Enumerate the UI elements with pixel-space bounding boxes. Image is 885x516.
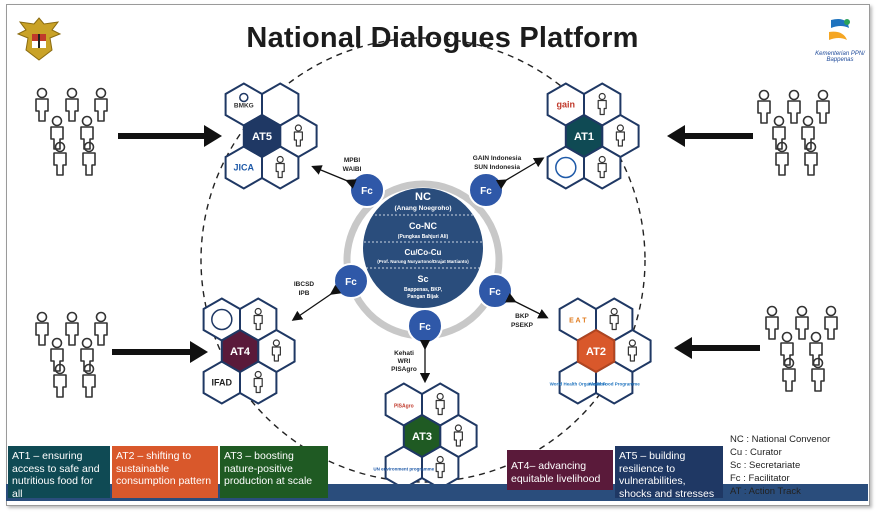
conc-label: Co-NC <box>409 221 437 231</box>
org-logo-at5-0: BMKG <box>234 103 254 110</box>
fc-node-at2: Fc <box>477 273 513 309</box>
svg-text:Fc: Fc <box>419 322 431 333</box>
org-logo-at2-0: E A T <box>569 318 587 325</box>
fc-org-waibi: WAIBI <box>343 166 362 173</box>
page-title: National Dialogues Platform <box>246 22 639 54</box>
fc-org-pisagro: PISAgro <box>391 366 417 373</box>
bappenas-mark-icon <box>829 19 850 40</box>
fc-org-sun: SUN Indonesia <box>474 164 520 171</box>
org-logo-at5-1: JICA <box>234 163 255 173</box>
hex-track-at2 <box>576 328 616 374</box>
fc-node-at5: Fc <box>349 172 385 208</box>
key-sc: Sc : Secretariate <box>730 460 801 471</box>
sc-label: Sc <box>417 274 428 284</box>
org-logo-at3-1: UN environment programme <box>373 467 434 472</box>
hex-track-at1 <box>564 113 604 159</box>
org-logo-at2-1: World Health Organization <box>550 382 607 387</box>
svg-text:Fc: Fc <box>489 287 501 298</box>
fc-org-mpbi: MPBI <box>344 157 360 164</box>
outer-dashed-ring <box>200 37 646 483</box>
sc-name-2: Pangan Bijak <box>407 294 439 300</box>
key-cu: Cu : Curator <box>730 447 782 458</box>
org-emblem-icon <box>555 156 577 179</box>
fc-node-at1: Fc <box>468 172 504 208</box>
track-label-at4: AT4 <box>230 346 251 358</box>
org-logo-at4-0: IFAD <box>212 378 233 388</box>
org-logo-at3-0: PISAgro <box>394 404 414 410</box>
track-label-at2: AT2 <box>586 346 606 358</box>
people-group-bottom-right <box>765 305 838 392</box>
key-nc: NC : National Convenor <box>730 434 831 445</box>
people-group-bottom-left <box>35 311 108 398</box>
logo-line-1: Kementerian PPN/ <box>815 51 865 57</box>
org-emblem-icon <box>211 308 233 331</box>
fc-org-wri: WRI <box>398 358 411 365</box>
cu-name: (Prof. Nurung Nuryartono/Drajat Martiant… <box>377 259 469 264</box>
fc-org-bkp: BKP <box>515 313 529 320</box>
cu-label: Cu/Co-Cu <box>405 248 442 257</box>
svg-text:Fc: Fc <box>480 186 492 197</box>
fc-org-psekp: PSEKP <box>511 322 534 329</box>
nc-name: (Anang Noegroho) <box>394 205 451 212</box>
arrow-left-top <box>118 125 222 147</box>
facilitator-nodes: Fc Fc Fc Fc Fc <box>333 172 513 344</box>
bappenas-logo: Kementerian PPN/ Bappenas <box>810 14 870 68</box>
abbreviation-key: NC : National Convenor Cu : Curator Sc :… <box>730 433 830 498</box>
arrow-right-bottom <box>674 337 760 359</box>
logo-line-2: Bappenas <box>826 57 854 63</box>
sc-name: Bappenas, BKP, <box>404 287 443 293</box>
track-label-at5: AT5 <box>252 131 272 143</box>
conc-name: (Pungkas Bahjuri Ali) <box>398 234 449 240</box>
hex-track-at4 <box>220 328 260 374</box>
fc-org-kehati: Kehati <box>394 350 414 357</box>
key-fc: Fc : Facilitator <box>730 473 790 484</box>
fc-node-at3: Fc <box>407 308 443 344</box>
org-logo-at2-2: World Food Programme <box>589 382 641 387</box>
hex-track-at3 <box>402 413 442 459</box>
track-label-at1: AT1 <box>574 131 594 143</box>
legend-at3: AT3 – boosting nature-positive productio… <box>220 446 328 498</box>
people-group-top-right <box>757 89 830 176</box>
legend-at1: AT1 – ensuring access to safe and nutrit… <box>8 446 110 500</box>
legend-at2: AT2 – shifting to sustainable consumptio… <box>112 446 218 498</box>
nc-label: NC <box>415 191 431 203</box>
legend-at5: AT5 – building resilience to vulnerabili… <box>615 446 723 500</box>
org-logo-at1-0: gain <box>557 100 576 110</box>
fc-node-at4: Fc <box>333 263 369 299</box>
fc-org-ibcsd: IBCSD <box>294 281 315 288</box>
key-at: AT : Action Track <box>730 486 801 497</box>
garuda-emblem-logo <box>14 14 64 66</box>
svg-text:Fc: Fc <box>345 277 357 288</box>
fc-org-ipb: IPB <box>299 290 310 297</box>
track-label-at3: AT3 <box>412 431 432 443</box>
arrow-right-top <box>667 125 753 147</box>
hex-track-at5 <box>242 113 282 159</box>
fc-org-gain: GAIN Indonesia <box>473 155 522 162</box>
legend-at4: AT4– advancing equitable livelihood <box>507 450 613 490</box>
org-emblem-icon <box>239 92 249 103</box>
center-core <box>363 188 483 308</box>
people-group-top-left <box>35 87 108 176</box>
svg-text:Fc: Fc <box>361 186 373 197</box>
arrow-left-bottom <box>112 341 208 363</box>
